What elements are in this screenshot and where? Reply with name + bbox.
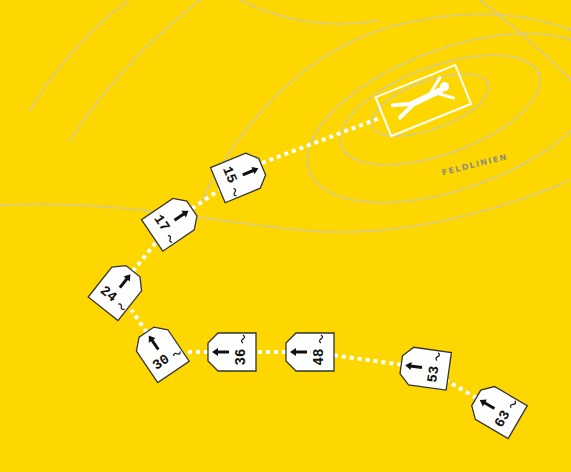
transceiver-device: 17 bbox=[140, 191, 204, 252]
device-outline bbox=[140, 191, 204, 252]
direction-arrow bbox=[152, 340, 159, 350]
search-path-segment bbox=[192, 189, 220, 208]
device-outline bbox=[209, 148, 271, 204]
device-body bbox=[467, 381, 528, 438]
search-path-segment bbox=[133, 241, 157, 271]
direction-arrow bbox=[217, 351, 229, 354]
device-body bbox=[286, 333, 334, 371]
victim-box bbox=[376, 65, 471, 136]
device-body bbox=[141, 193, 202, 251]
signal-symbol bbox=[117, 303, 125, 310]
transceiver-device: 15 bbox=[209, 148, 271, 204]
signal-symbol bbox=[436, 352, 440, 360]
signal-symbol bbox=[232, 188, 238, 197]
transceiver-device: 48 bbox=[285, 332, 335, 372]
direction-arrow bbox=[174, 214, 184, 221]
direction-arrowhead bbox=[251, 165, 260, 175]
direction-arrowhead bbox=[405, 361, 412, 370]
search-path-segment bbox=[334, 355, 401, 364]
transceiver-device: 24 bbox=[87, 258, 149, 322]
device-body bbox=[131, 321, 189, 382]
search-path-segment bbox=[131, 310, 146, 332]
signal-symbol bbox=[510, 400, 517, 408]
direction-arrowhead bbox=[145, 333, 155, 342]
direction-arrow bbox=[484, 402, 494, 408]
direction-arrowhead bbox=[478, 396, 487, 406]
signal-symbol bbox=[320, 335, 323, 343]
signal-symbol bbox=[242, 335, 245, 343]
transceiver-device: 30 bbox=[129, 320, 190, 384]
signal-symbol bbox=[173, 350, 181, 357]
transceiver-device: 36 bbox=[207, 332, 257, 372]
search-path-segment bbox=[446, 380, 477, 398]
direction-arrowhead bbox=[290, 348, 296, 356]
transceiver-device: 53 bbox=[397, 345, 452, 392]
direction-arrow bbox=[120, 278, 127, 287]
device-body bbox=[88, 259, 148, 320]
device-body bbox=[211, 149, 270, 203]
search-path-segment bbox=[256, 350, 286, 354]
signal-symbol bbox=[167, 235, 174, 243]
device-body bbox=[399, 346, 452, 390]
transceiver-device: 63 bbox=[465, 380, 528, 440]
search-path bbox=[262, 118, 380, 163]
device-outline bbox=[207, 332, 257, 372]
field-lines-label: FELDLINIEN bbox=[439, 151, 511, 179]
distance-reading: 48 bbox=[311, 346, 327, 368]
direction-arrow bbox=[410, 366, 422, 368]
direction-arrow bbox=[295, 351, 307, 354]
direction-arrowhead bbox=[212, 348, 218, 356]
direction-arrowhead bbox=[124, 272, 134, 282]
distance-reading: 53 bbox=[424, 362, 443, 386]
device-body bbox=[208, 333, 256, 371]
distance-reading: 36 bbox=[233, 346, 249, 368]
direction-arrow bbox=[243, 170, 254, 175]
search-path-segment bbox=[184, 350, 208, 354]
direction-arrowhead bbox=[181, 207, 190, 217]
device-outline bbox=[87, 258, 149, 322]
field-lines bbox=[0, 0, 571, 237]
device-outline bbox=[285, 332, 335, 372]
